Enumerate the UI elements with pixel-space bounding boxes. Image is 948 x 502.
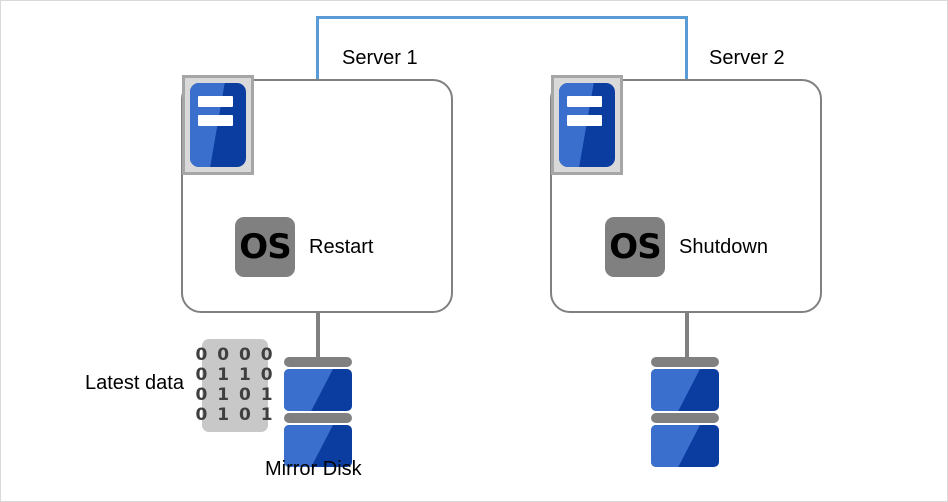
disk-platter [651,369,719,411]
server-1-rack-icon [182,75,254,175]
disk-cap [284,413,352,423]
os-icon: OS [605,217,665,277]
disk-cap [651,413,719,423]
server-rack-slot-icon [566,114,602,126]
interconnect-right-segment [685,16,688,80]
disk-cap [284,357,352,367]
binary-row: 0 1 0 1 [195,385,275,406]
server-2-disk-connector [685,313,689,357]
interconnect-top-segment [316,16,688,19]
latest-data-badge: 0 0 0 0 0 1 1 0 0 1 0 1 0 1 0 1 [195,339,273,433]
binary-row: 0 1 1 0 [195,365,275,386]
os-icon: OS [235,217,295,277]
server-1-os-status: OS Restart [235,217,373,277]
binary-row: 0 1 0 1 [195,405,275,426]
server-rack-slot-icon [566,96,602,108]
server-1-label: Server 1 [342,47,418,69]
mirror-disk-label: Mirror Disk [265,458,362,480]
server-2-os-status: OS Shutdown [605,217,768,277]
server-rack-slot-icon [197,96,233,108]
server-1-disk-connector [316,313,320,357]
binary-row: 0 0 0 0 [195,345,275,365]
server-2-rack-icon [551,75,623,175]
disk-platter [284,425,352,467]
interconnect-left-segment [316,16,319,80]
disk-platter [284,369,352,411]
server-2-os-state-label: Shutdown [679,235,768,258]
server-rack-body [190,83,246,167]
latest-data-label: Latest data [85,372,184,394]
server-2-label: Server 2 [709,47,785,69]
mirror-disk-1-icon[interactable] [284,357,352,469]
disk-cap [651,357,719,367]
server-rack-body [559,83,615,167]
server-rack-slot-icon [197,114,233,126]
server-1-os-state-label: Restart [309,235,374,258]
mirror-disk-2-icon[interactable] [651,357,719,469]
disk-platter [651,425,719,467]
